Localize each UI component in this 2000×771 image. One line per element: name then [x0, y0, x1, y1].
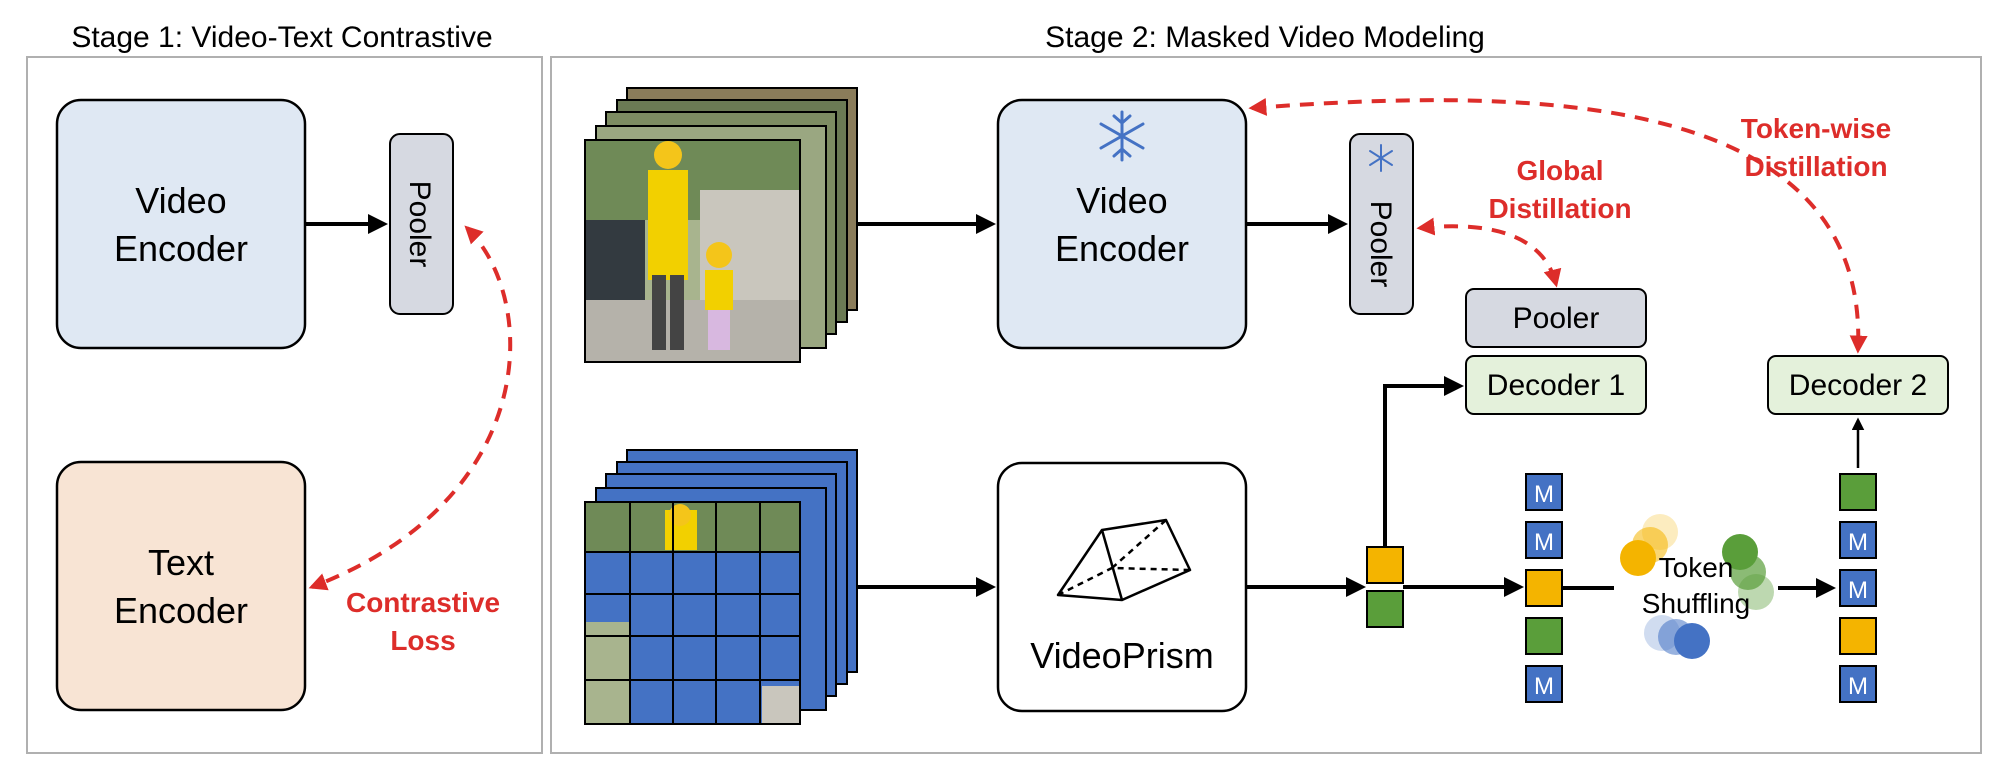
token-shuffling-label-1: Token — [1659, 552, 1734, 583]
tokens-to-decoder1-arrow — [1383, 376, 1464, 547]
svg-text:Pooler: Pooler — [403, 181, 436, 268]
global-distillation-label-1: Global — [1516, 155, 1603, 186]
token-shuffling-label-2: Shuffling — [1642, 588, 1750, 619]
svg-text:Decoder 2: Decoder 2 — [1789, 369, 1927, 402]
svg-text:Encoder: Encoder — [114, 228, 248, 269]
masked-token-sequence: M M M — [1525, 473, 1563, 703]
contrastive-loss-label-1: Contrastive — [346, 587, 500, 618]
svg-text:Pooler: Pooler — [1513, 302, 1600, 335]
student-masked-video-frames — [584, 449, 858, 725]
tokenwise-distillation-label-2: Distillation — [1744, 151, 1887, 182]
stage1-title: Stage 1: Video-Text Contrastive — [71, 21, 492, 54]
svg-text:Encoder: Encoder — [1055, 228, 1189, 269]
decoder-2: Decoder 2 — [1767, 355, 1949, 415]
contrastive-loss-arrow — [308, 225, 513, 591]
svg-text:Encoder: Encoder — [114, 590, 248, 631]
teacher-video-encoder: Video Encoder — [996, 98, 1248, 350]
visible-tokens — [1366, 546, 1404, 628]
mask-token-label: M — [1534, 673, 1554, 700]
stage2-title: Stage 2: Masked Video Modeling — [1045, 21, 1485, 54]
mask-token-label: M — [1534, 529, 1554, 556]
stage2-panel — [550, 56, 1982, 754]
stage1-video-encoder: Video Encoder — [55, 98, 307, 350]
token-shuffling-cloud: Token Shuffling — [1620, 514, 1774, 659]
contrastive-loss-label-2: Loss — [390, 625, 455, 656]
tokenwise-distillation-label-1: Token-wise — [1741, 113, 1891, 144]
teacher-video-frames — [584, 87, 858, 363]
stage1-pooler: Pooler — [389, 133, 454, 315]
mask-token-label: M — [1848, 577, 1868, 604]
stage1-text-encoder: Text Encoder — [55, 460, 307, 712]
stage1-panel — [26, 56, 543, 754]
svg-text:VideoPrism: VideoPrism — [1030, 635, 1213, 676]
mask-token-label: M — [1848, 529, 1868, 556]
frozen-snowflake-icon — [1099, 110, 1145, 162]
prism-icon — [1056, 518, 1192, 602]
student-pooler: Pooler — [1465, 288, 1647, 348]
svg-text:Pooler: Pooler — [1364, 201, 1397, 288]
svg-text:Video: Video — [135, 180, 226, 221]
decoder-1: Decoder 1 — [1465, 355, 1647, 415]
global-distillation-label-2: Distillation — [1488, 193, 1631, 224]
global-distillation-arrow — [1416, 217, 1562, 288]
mask-token-label: M — [1534, 481, 1554, 508]
svg-text:Video: Video — [1076, 180, 1167, 221]
shuffled-token-sequence: M M M — [1839, 473, 1877, 703]
svg-text:Decoder 1: Decoder 1 — [1487, 369, 1625, 402]
videoprism-student: VideoPrism — [996, 461, 1248, 713]
svg-text:Text: Text — [148, 542, 214, 583]
mask-token-label: M — [1848, 673, 1868, 700]
teacher-pooler: Pooler — [1349, 133, 1414, 315]
